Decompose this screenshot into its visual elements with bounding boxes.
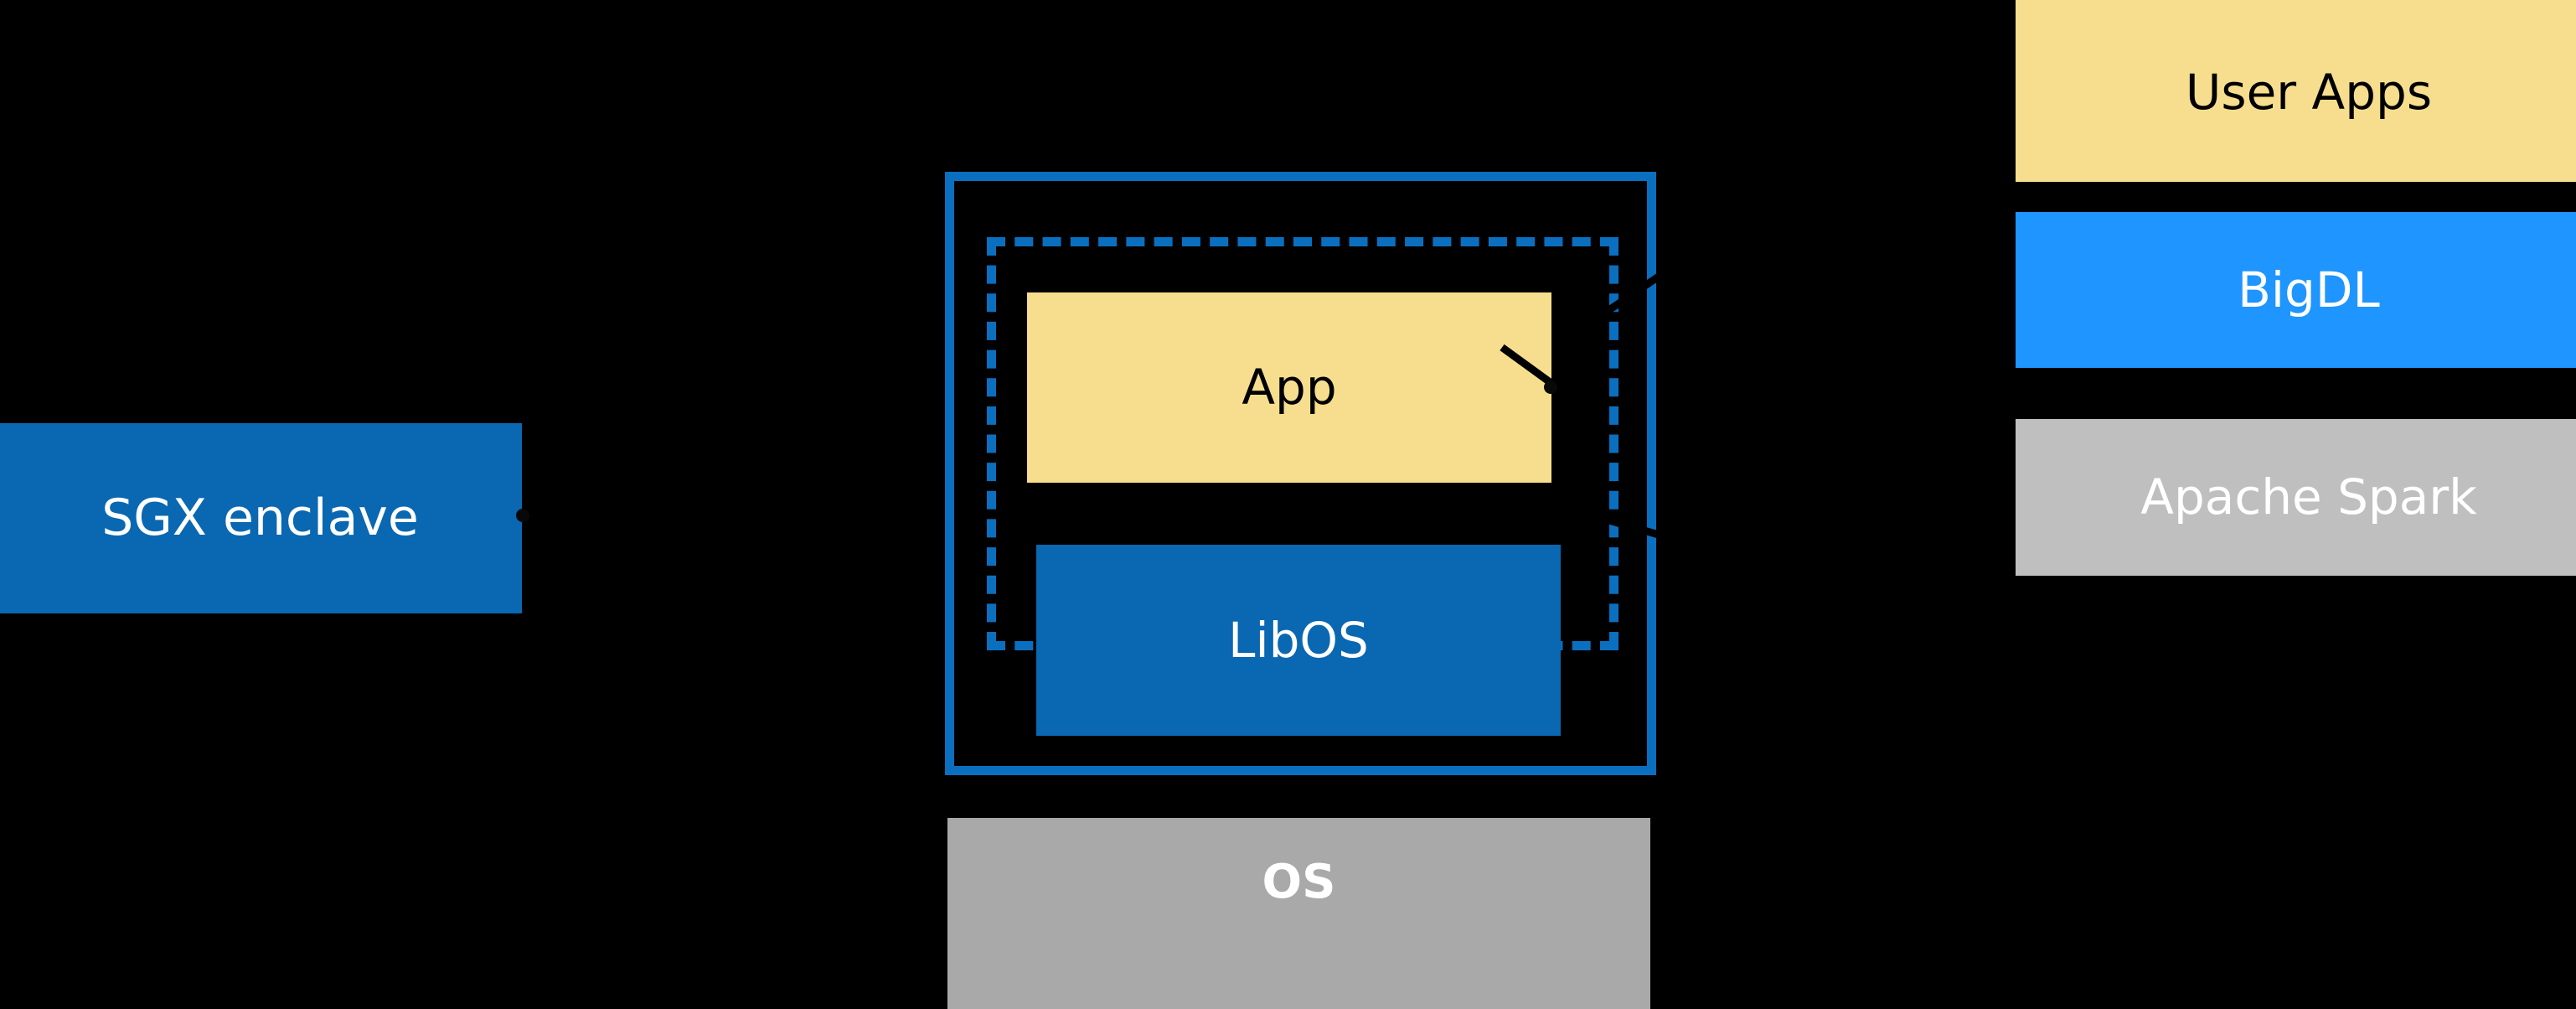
app-label: App	[1242, 359, 1337, 417]
app-connector-endpoint-dot	[1544, 380, 1557, 394]
libos-label: LibOS	[1228, 611, 1369, 669]
apache-spark-box: Apache Spark	[2016, 419, 2576, 576]
sgx-enclave-box: SGX enclave	[0, 423, 522, 613]
user-apps-label: User Apps	[2185, 64, 2433, 122]
bigdl-box: BigDL	[2016, 212, 2576, 368]
enclave-boundary-frame	[945, 172, 1656, 775]
os-box: OS	[947, 818, 1650, 1009]
apache-spark-label: Apache Spark	[2140, 468, 2477, 526]
bigdl-label: BigDL	[2238, 261, 2380, 318]
sgx-connector-endpoint-dot	[516, 509, 529, 522]
user-apps-box: User Apps	[2016, 0, 2576, 182]
sgx-enclave-label: SGX enclave	[101, 489, 419, 547]
os-label: OS	[1262, 855, 1336, 909]
app-box: App	[1027, 292, 1551, 483]
libos-box: LibOS	[1036, 545, 1561, 736]
